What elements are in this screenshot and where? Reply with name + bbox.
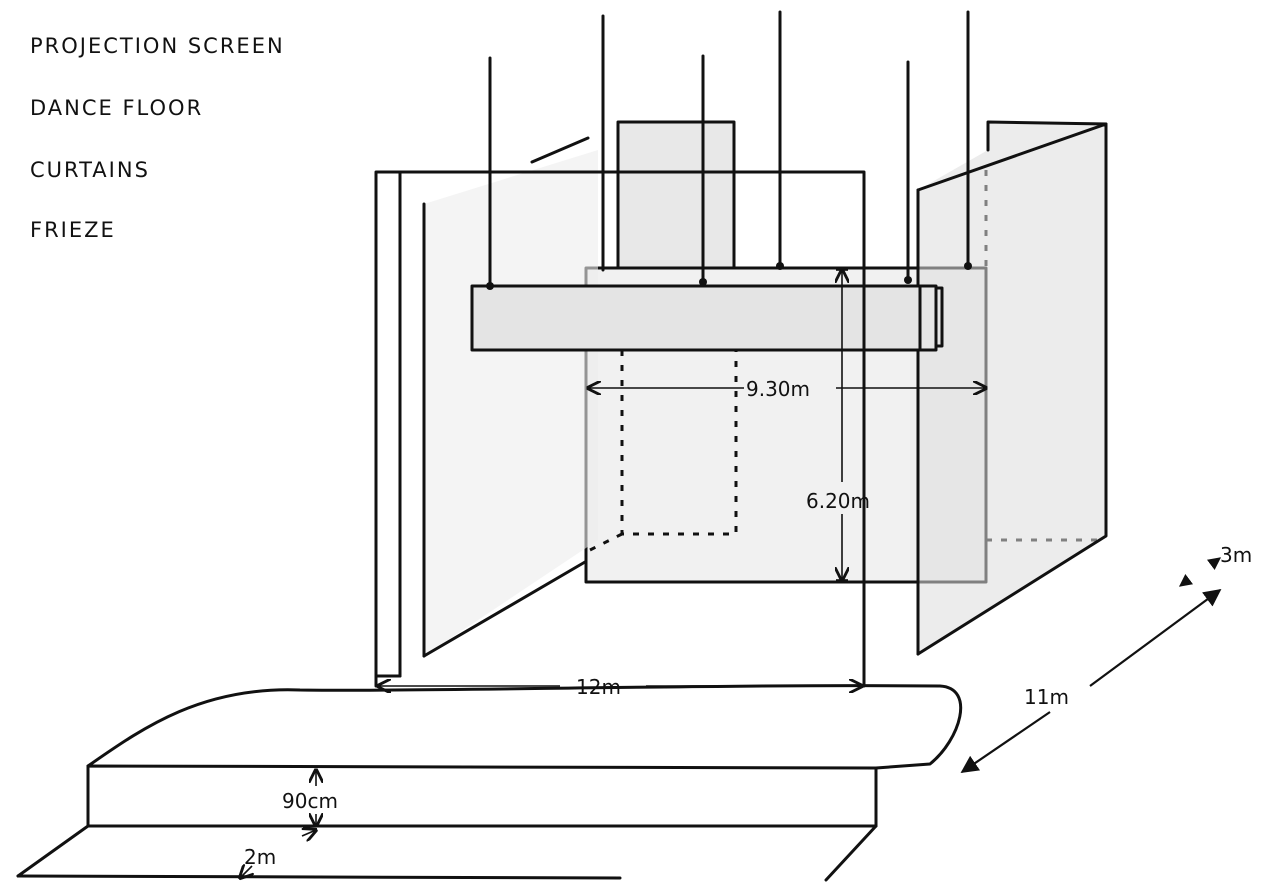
suspension-rods [486, 10, 972, 290]
dim-depth-short: 3m [1220, 543, 1252, 567]
dimension-lines [240, 270, 1222, 878]
dim-stage-width: 12m [576, 675, 621, 699]
dim-screen-width: 9.30m [746, 377, 810, 401]
dim-depth-long: 11m [1024, 685, 1069, 709]
dance-floor [16, 684, 963, 882]
frieze [470, 284, 944, 352]
dim-screen-height: 6.20m [806, 489, 870, 513]
portal-frame [374, 170, 866, 688]
dim-step-depth: 2m [244, 845, 276, 869]
legend-curtains: CURTAINS [30, 158, 150, 182]
legend-dance-floor: DANCE FLOOR [30, 96, 204, 120]
left-curtain [422, 150, 598, 658]
dim-platform-height: 90cm [282, 789, 338, 813]
legend-frieze: FRIEZE [30, 218, 116, 242]
legend-projection-screen: PROJECTION SCREEN [30, 34, 285, 58]
right-curtain [916, 120, 1108, 656]
